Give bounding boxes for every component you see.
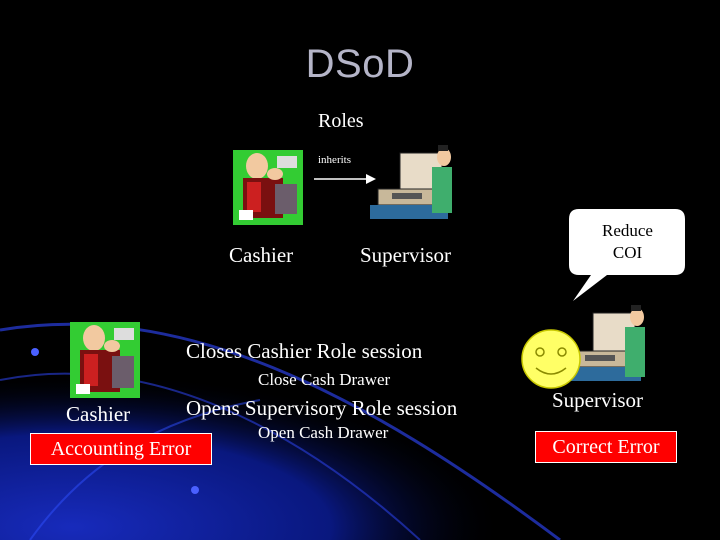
correct-error-badge: Correct Error [535, 431, 677, 463]
left-cashier-label: Cashier [66, 402, 131, 426]
flow-step-2: Opens Supervisory Role session [186, 396, 458, 420]
flow-step-2-sub: Open Cash Drawer [258, 423, 389, 442]
supervisor-computer-clipart [370, 145, 452, 219]
roles-heading: Roles [318, 110, 364, 132]
cashier-clipart [70, 322, 140, 398]
callout-line-1: Reduce [602, 221, 653, 240]
roles-cashier-label: Cashier [229, 243, 294, 267]
smiley-face-icon [521, 329, 581, 389]
speech-bubble [569, 209, 685, 301]
slide-title: DSoD [305, 42, 415, 86]
cashier-clipart [233, 150, 303, 225]
roles-supervisor-label: Supervisor [360, 243, 451, 267]
callout-line-2: COI [612, 243, 643, 262]
flow-step-1: Closes Cashier Role session [186, 339, 423, 363]
inherits-label: inherits [318, 154, 351, 166]
right-supervisor-label: Supervisor [552, 388, 643, 412]
accounting-error-badge: Accounting Error [30, 433, 212, 465]
flow-step-1-sub: Close Cash Drawer [258, 370, 391, 389]
arrow-icon [314, 174, 376, 184]
supervisor-computer-clipart [565, 305, 645, 381]
